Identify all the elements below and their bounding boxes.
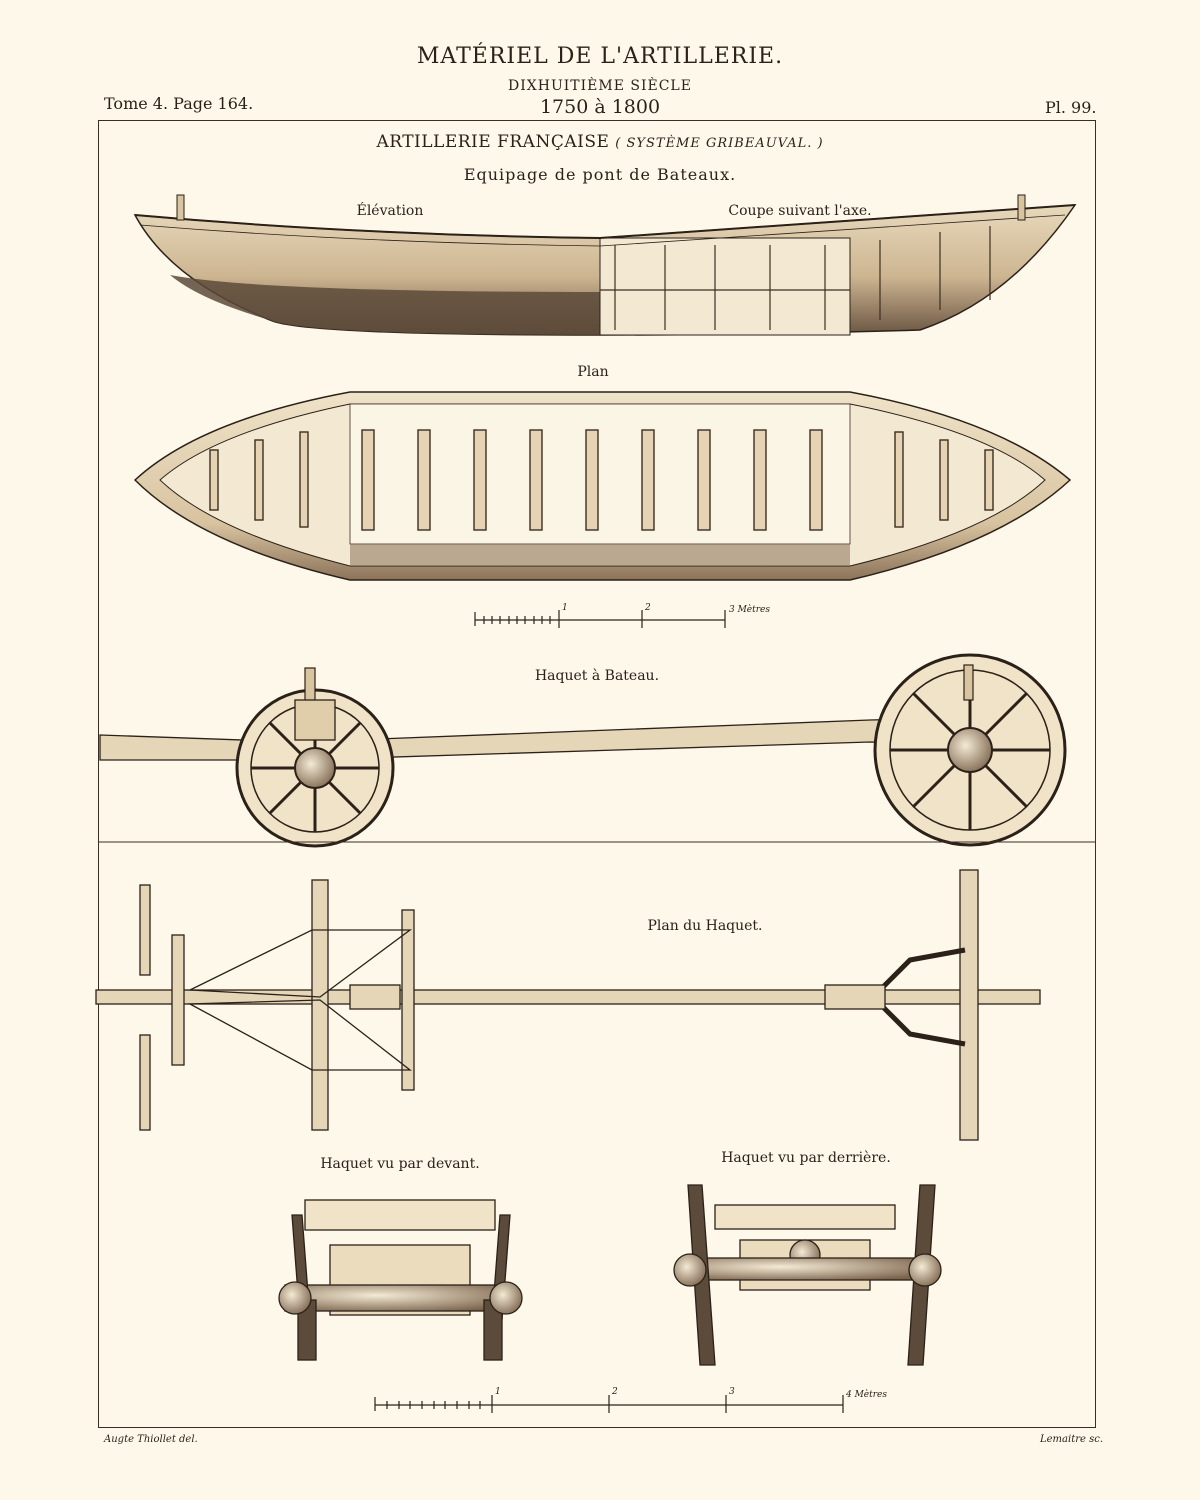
- plate-frame: [98, 120, 1096, 1428]
- label-coupe: Coupe suivant l'axe.: [728, 203, 871, 219]
- boat-plan: [133, 391, 1072, 581]
- label-plan: Plan: [577, 364, 608, 380]
- scale-bottom-tick-2: 2: [611, 1387, 618, 1397]
- scale-top: [474, 610, 726, 628]
- scale-bottom-tick-1: 1: [495, 1387, 501, 1397]
- label-elevation: Élévation: [357, 201, 424, 219]
- heading-main: ARTILLERIE FRANÇAISE: [376, 132, 610, 152]
- credit-engraved-by: Lemaitre sc.: [1040, 1434, 1104, 1445]
- scale-bottom-tick-4: 4 Mètres: [845, 1389, 887, 1400]
- heading-sub: ( SYSTÈME GRIBEAUVAL. ): [615, 136, 824, 151]
- scale-top-tick-3: 3 Mètres: [729, 604, 770, 615]
- boat-elevation: [133, 194, 1077, 336]
- haquet-front-view: [278, 1199, 523, 1361]
- label-vu-devant: Haquet vu par devant.: [320, 1156, 479, 1172]
- century-label: DIXHUITIÈME SIÈCLE: [508, 78, 692, 94]
- plate-number: Pl. 99.: [1045, 98, 1097, 117]
- haquet-plan: [95, 869, 1041, 1141]
- scale-bottom: [374, 1395, 844, 1413]
- label-plan-haquet: Plan du Haquet.: [647, 918, 762, 934]
- haquet-rear-view: [673, 1184, 942, 1366]
- label-haquet-bateau: Haquet à Bateau.: [535, 667, 659, 684]
- haquet-elevation: [99, 653, 1067, 848]
- plate-heading: ARTILLERIE FRANÇAISE ( SYSTÈME GRIBEAUVA…: [0, 132, 1200, 152]
- years-label: 1750 à 1800: [539, 96, 661, 118]
- scale-top-tick-2: 2: [644, 603, 651, 613]
- plate-subject: Equipage de pont de Bateaux.: [463, 165, 737, 184]
- scale-top-tick-1: 1: [562, 603, 568, 613]
- label-vu-derriere: Haquet vu par derrière.: [721, 1150, 891, 1166]
- credit-drawn-by: Augte Thiollet del.: [104, 1434, 198, 1445]
- plate-title: MATÉRIEL DE L'ARTILLERIE.: [416, 44, 784, 69]
- tome-page-label: Tome 4. Page 164.: [104, 94, 254, 113]
- scale-bottom-tick-3: 3: [729, 1387, 735, 1397]
